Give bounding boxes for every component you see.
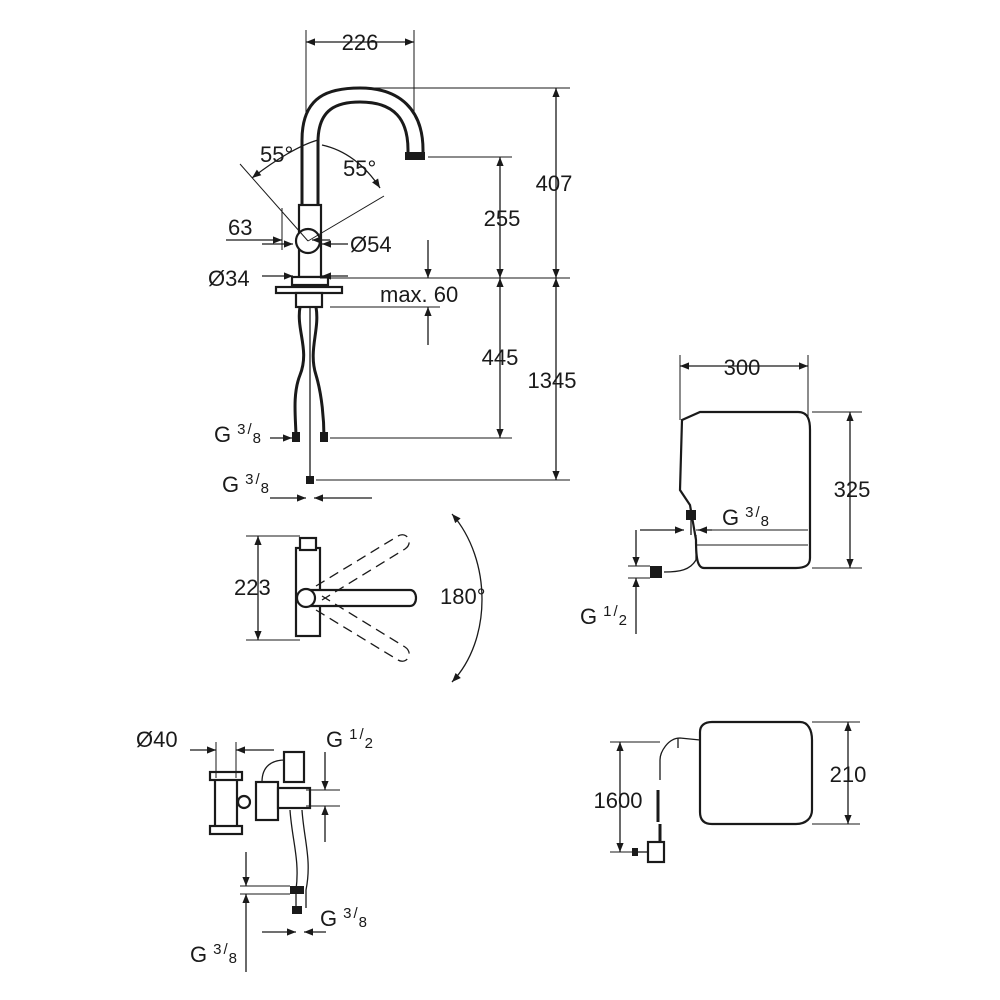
dim-shank-diameter: Ø34 [208,266,250,291]
dim-handle-diameter: Ø54 [350,232,392,257]
dim-angle-right: 55° [343,156,376,181]
supply-hose [293,306,306,439]
dim-valve-diameter: Ø40 [136,727,178,752]
faucet-plan-view: 180° 223 [234,513,486,683]
faucet-elevation-view: 226 407 1345 255 445 55° 55° 63 Ø54 [208,30,577,502]
dim-spout-reach: 226 [342,30,379,55]
dim-boiler-width: 300 [724,355,761,380]
dim-boiler-height: 325 [834,477,871,502]
dim-max-thickness: max. 60 [380,282,458,307]
dim-boiler-depth: 210 [830,762,867,787]
dim-hose-short: 445 [482,345,519,370]
dim-hose-total: 1345 [528,368,577,393]
dim-handle-height: 223 [234,575,271,600]
faucet-spout [300,86,425,205]
dim-angle-left: 55° [260,142,293,167]
dim-swivel-angle: 180° [440,584,486,609]
dim-cable-length: 1600 [594,788,643,813]
boiler-side-view: 1600 210 [594,720,867,864]
dim-handle-offset: 63 [228,215,252,240]
dim-spout-height: 255 [484,206,521,231]
dim-total-height: 407 [536,171,573,196]
